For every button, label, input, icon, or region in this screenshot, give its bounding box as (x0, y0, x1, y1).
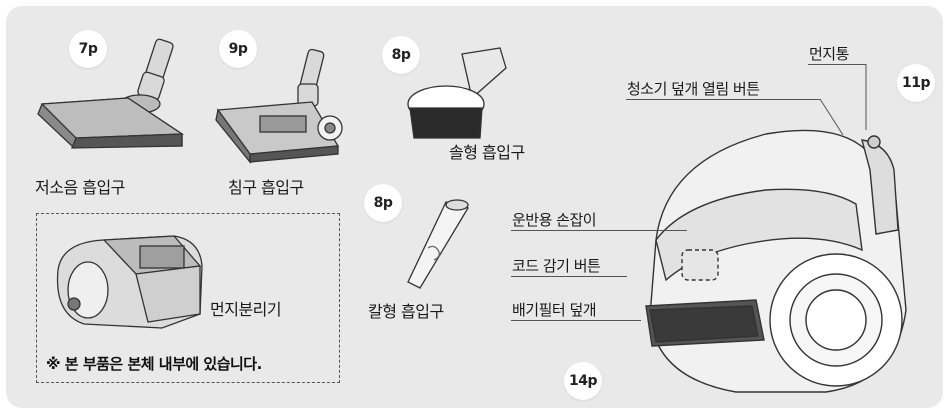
exhaust-filter-cover-callout-line (511, 320, 641, 321)
cord-rewind-button-callout-line (511, 276, 627, 277)
vacuum-body-illustration (645, 129, 907, 393)
page-badge-bedding: 9p (219, 30, 257, 68)
page-badge-low-noise: 7p (69, 30, 107, 68)
brush-nozzle-label: 솔형 흡입구 (449, 143, 525, 162)
dust-bin-leader-line (865, 64, 867, 130)
internal-part-notice: ※ 본 부품은 본체 내부에 있습니다. (46, 355, 262, 373)
bedding-nozzle-illustration (215, 48, 343, 164)
dust-separator-box (36, 213, 340, 383)
dust-separator-label: 먼지분리기 (210, 300, 282, 319)
cover-open-button-leader-line (819, 98, 844, 136)
bedding-nozzle-label: 침구 흡입구 (228, 178, 304, 197)
cord-rewind-button-callout: 코드 감기 버튼 (512, 257, 601, 275)
cover-open-button-callout-line (626, 99, 820, 100)
low-noise-nozzle-illustration (37, 38, 185, 149)
page-badge-body: 14p (564, 362, 602, 400)
crevice-nozzle-illustration (407, 199, 469, 289)
components-panel: 7p 저소음 흡입구 9p 침구 흡입구 8p 솔형 흡입구 (6, 6, 943, 408)
cover-open-button-callout: 청소기 덮개 열림 버튼 (627, 80, 760, 98)
crevice-nozzle-label: 칼형 흡입구 (368, 302, 444, 321)
dust-bin-callout-line (808, 64, 866, 65)
low-noise-nozzle-label: 저소음 흡입구 (35, 178, 125, 197)
page-badge-crevice: 8p (364, 184, 402, 222)
page-badge-brush: 8p (382, 36, 420, 74)
brush-nozzle-illustration (407, 47, 507, 139)
dust-separator-illustration (56, 235, 203, 329)
dust-bin-callout: 먼지통 (809, 45, 849, 63)
exhaust-filter-cover-callout: 배기필터 덮개 (512, 301, 597, 319)
carry-handle-callout-line (511, 230, 687, 231)
page-badge-dust-bin: 11p (897, 64, 935, 102)
carry-handle-callout: 운반용 손잡이 (512, 211, 597, 229)
